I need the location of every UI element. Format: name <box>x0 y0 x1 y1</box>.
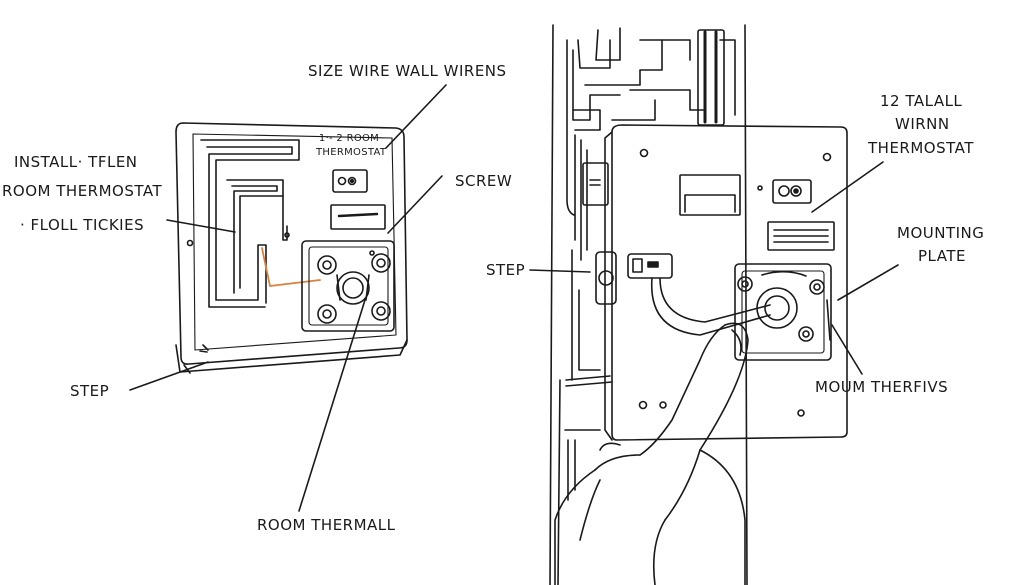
wire-connector <box>627 253 771 336</box>
wall-column <box>549 24 748 585</box>
label-moum-therfivs: MOUM THERFIVS <box>815 378 949 396</box>
junction-box <box>582 162 617 305</box>
screw-hole <box>284 232 290 238</box>
left-wall-plate <box>175 122 408 374</box>
hand <box>554 322 749 585</box>
label-size-wire-wall-wirens: SIZE WIRE WALL WIRENS <box>308 62 507 80</box>
right-mounting-plate <box>604 124 848 441</box>
terminal-block-left <box>301 240 395 332</box>
label-right-top-line2: WIRNN <box>895 115 950 133</box>
plate-tick-mark <box>199 344 209 353</box>
thermostat-control-box <box>330 169 386 230</box>
wire-channel <box>200 139 300 308</box>
screw-hole <box>186 239 194 247</box>
label-install-title-line3: · FLOLL TICKIES <box>20 216 145 234</box>
label-screw: SCREW <box>455 172 513 190</box>
label-mounting-line2: PLATE <box>918 247 966 265</box>
left-leader-lines <box>129 84 447 512</box>
label-room-thermostat-line2: THERMOSTAT <box>316 147 387 158</box>
label-install-title-line1: INSTALL· TFLEN <box>14 153 138 171</box>
label-right-top-line3: THERMOSTAT <box>868 139 974 157</box>
label-step-right: STEP <box>486 261 526 279</box>
thermostat-unit-right <box>679 174 835 251</box>
label-room-thermall: ROOM THERMALL <box>257 516 396 534</box>
wall-conduit-wires <box>564 27 706 501</box>
label-install-title-line2: ROOM THERMOSTAT <box>2 182 163 200</box>
label-right-top-line1: 12 TALALL <box>880 92 963 110</box>
right-leader-lines <box>529 161 899 375</box>
label-room-thermostat-line1: 1·- 2 ROOM <box>318 133 380 144</box>
label-mounting-line1: MOUNTING <box>897 224 985 242</box>
terminal-block-right <box>734 263 832 361</box>
orange-wire <box>261 247 321 287</box>
label-step-left: STEP <box>70 382 110 400</box>
conduit-pipe <box>697 29 736 126</box>
